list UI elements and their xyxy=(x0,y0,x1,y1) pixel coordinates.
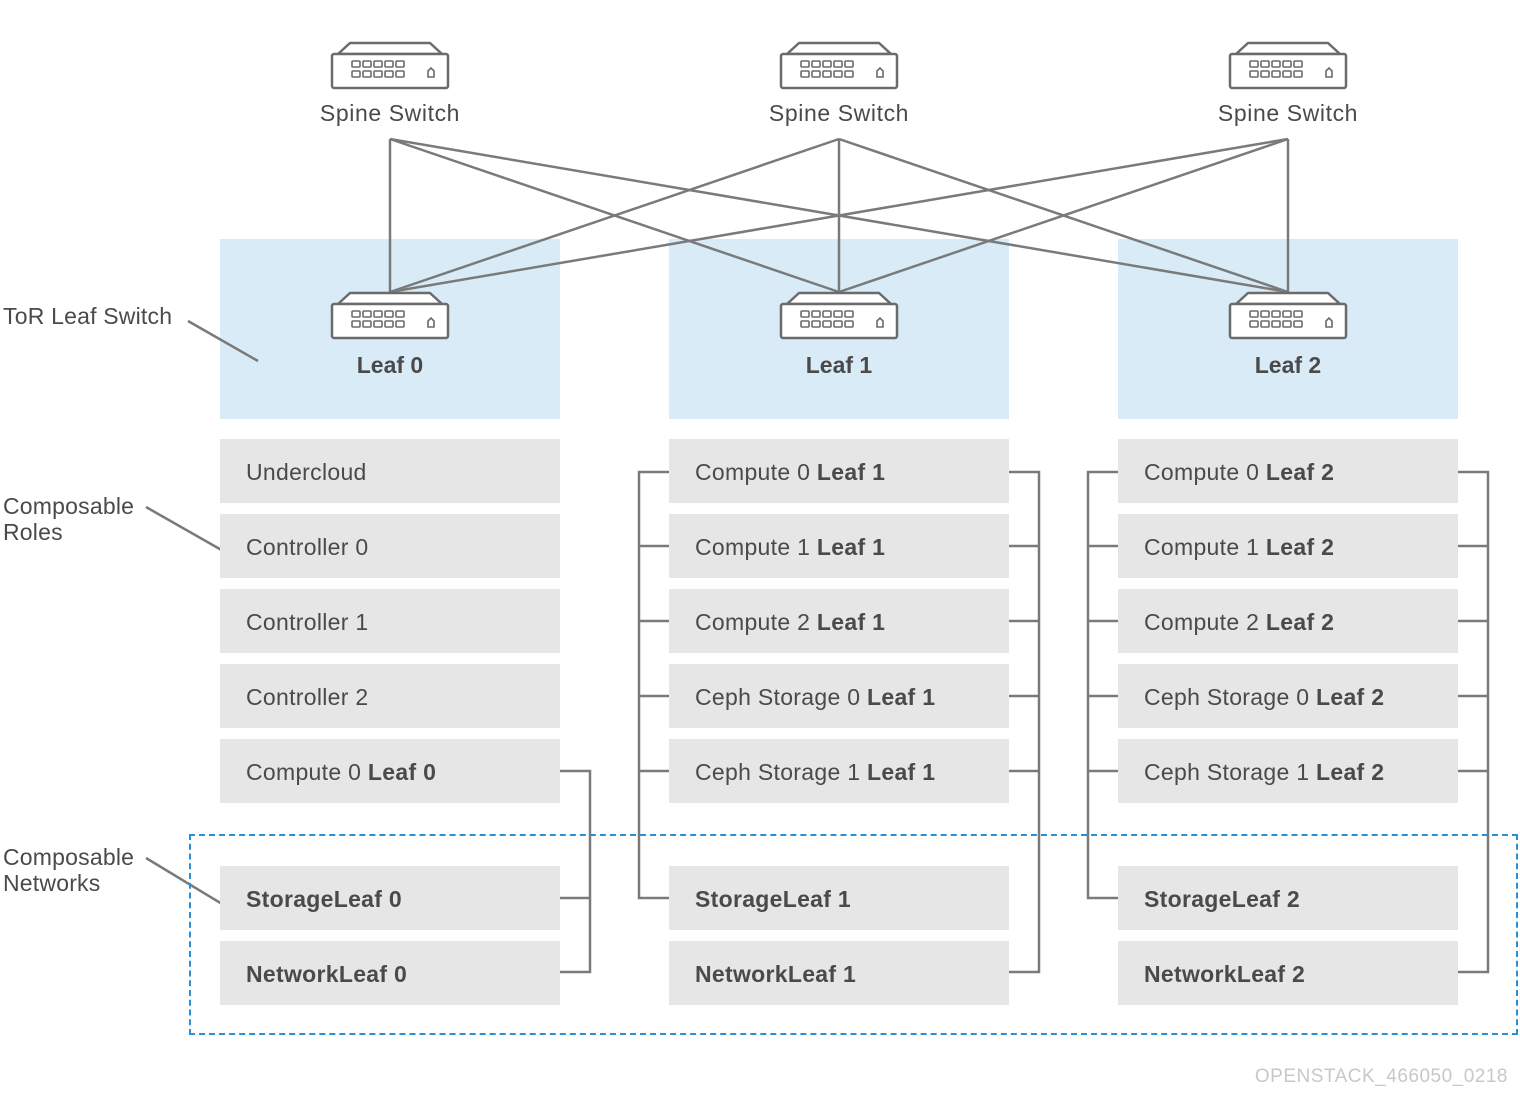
role-box: Compute 0 Leaf 1 xyxy=(669,439,1009,503)
col2-right-bracket xyxy=(1458,470,1490,974)
col1-left-bracket xyxy=(637,470,669,900)
network-switch-icon xyxy=(779,41,899,90)
network-box: StorageLeaf 1 xyxy=(669,866,1009,930)
role-box: Controller 0 xyxy=(220,514,560,578)
composable-networks-label: Composable Networks xyxy=(3,844,135,896)
figure-id-watermark: OPENSTACK_466050_0218 xyxy=(1254,1066,1508,1087)
role-box: Undercloud xyxy=(220,439,560,503)
leaf-label: Leaf 0 xyxy=(356,352,424,378)
spine-switch-label: Spine Switch xyxy=(768,100,910,126)
role-box: Controller 1 xyxy=(220,589,560,653)
network-box: StorageLeaf 0 xyxy=(220,866,560,930)
network-switch-icon xyxy=(1228,291,1348,340)
link-spine1-leaf0 xyxy=(389,137,840,294)
spine-switch-label: Spine Switch xyxy=(1217,100,1359,126)
network-switch-icon xyxy=(1228,41,1348,90)
link-spine2-leaf0 xyxy=(389,137,1289,294)
network-switch-icon xyxy=(330,41,450,90)
role-box: Ceph Storage 0 Leaf 2 xyxy=(1118,664,1458,728)
network-box: NetworkLeaf 2 xyxy=(1118,941,1458,1005)
leaf-label: Leaf 1 xyxy=(805,352,873,378)
role-box: Ceph Storage 1 Leaf 1 xyxy=(669,739,1009,803)
composable-networks-region xyxy=(189,834,1518,1035)
role-box: Compute 0 Leaf 2 xyxy=(1118,439,1458,503)
col2-left-bracket xyxy=(1086,470,1118,900)
network-box: NetworkLeaf 1 xyxy=(669,941,1009,1005)
col0-bracket xyxy=(560,769,592,974)
tor-leaf-switch-label: ToR Leaf Switch xyxy=(3,303,173,329)
role-box: Controller 2 xyxy=(220,664,560,728)
col1-right-bracket xyxy=(1009,470,1041,974)
composable-roles-label: Composable Roles xyxy=(3,493,135,545)
role-box: Ceph Storage 1 Leaf 2 xyxy=(1118,739,1458,803)
spine-switch-label: Spine Switch xyxy=(319,100,461,126)
role-box: Compute 1 Leaf 1 xyxy=(669,514,1009,578)
network-box: StorageLeaf 2 xyxy=(1118,866,1458,930)
role-box: Ceph Storage 0 Leaf 1 xyxy=(669,664,1009,728)
network-switch-icon xyxy=(779,291,899,340)
network-switch-icon xyxy=(330,291,450,340)
link-spine2-leaf1 xyxy=(838,137,1289,294)
tor-pointer-line xyxy=(187,319,259,363)
roles-pointer-line xyxy=(145,505,233,558)
role-box: Compute 0 Leaf 0 xyxy=(220,739,560,803)
network-box: NetworkLeaf 0 xyxy=(220,941,560,1005)
role-box: Compute 1 Leaf 2 xyxy=(1118,514,1458,578)
role-box: Compute 2 Leaf 2 xyxy=(1118,589,1458,653)
role-box: Compute 2 Leaf 1 xyxy=(669,589,1009,653)
leaf-label: Leaf 2 xyxy=(1254,352,1322,378)
